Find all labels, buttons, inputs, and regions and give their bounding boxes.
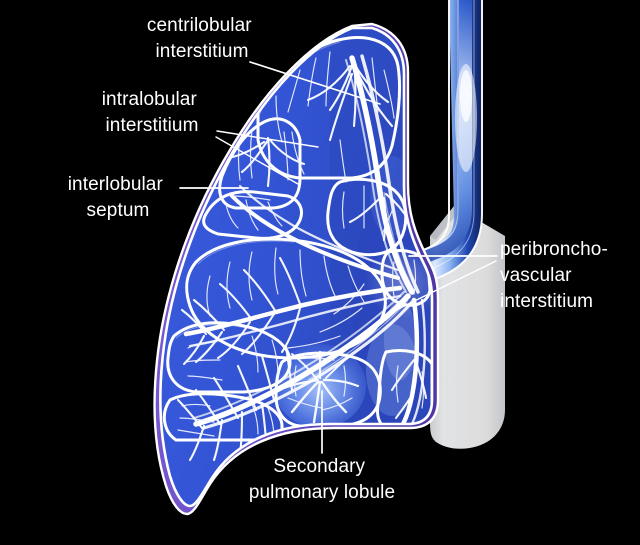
intralobular-interstitium-lines bbox=[177, 51, 425, 439]
pleural-outline bbox=[153, 22, 440, 516]
leader-centrilobular bbox=[249, 61, 381, 105]
leader-lines bbox=[179, 61, 498, 454]
label-interlobular-septum: interlobular septum bbox=[68, 174, 169, 221]
label-secondary-pulmonary-lobule: Secondary pulmonary lobule bbox=[249, 456, 395, 503]
parenchyma-outline bbox=[159, 26, 434, 508]
lung-internal-structures bbox=[162, 30, 432, 462]
leader-intralobular-b bbox=[215, 136, 299, 185]
leader-intralobular-a bbox=[216, 130, 319, 148]
label-intralobular-interstitium: intralobular interstitium bbox=[102, 89, 203, 136]
label-centrilobular-interstitium: centrilobular interstitium bbox=[147, 15, 257, 62]
lung-outlines bbox=[153, 22, 440, 516]
labels-group: centrilobular interstitium intralobular … bbox=[68, 15, 613, 503]
leader-peribronchovascular-b bbox=[391, 260, 497, 313]
trachea-bronchus bbox=[397, 0, 483, 293]
label-peribronchovascular-interstitium: peribroncho- vascular interstitium bbox=[500, 239, 613, 312]
